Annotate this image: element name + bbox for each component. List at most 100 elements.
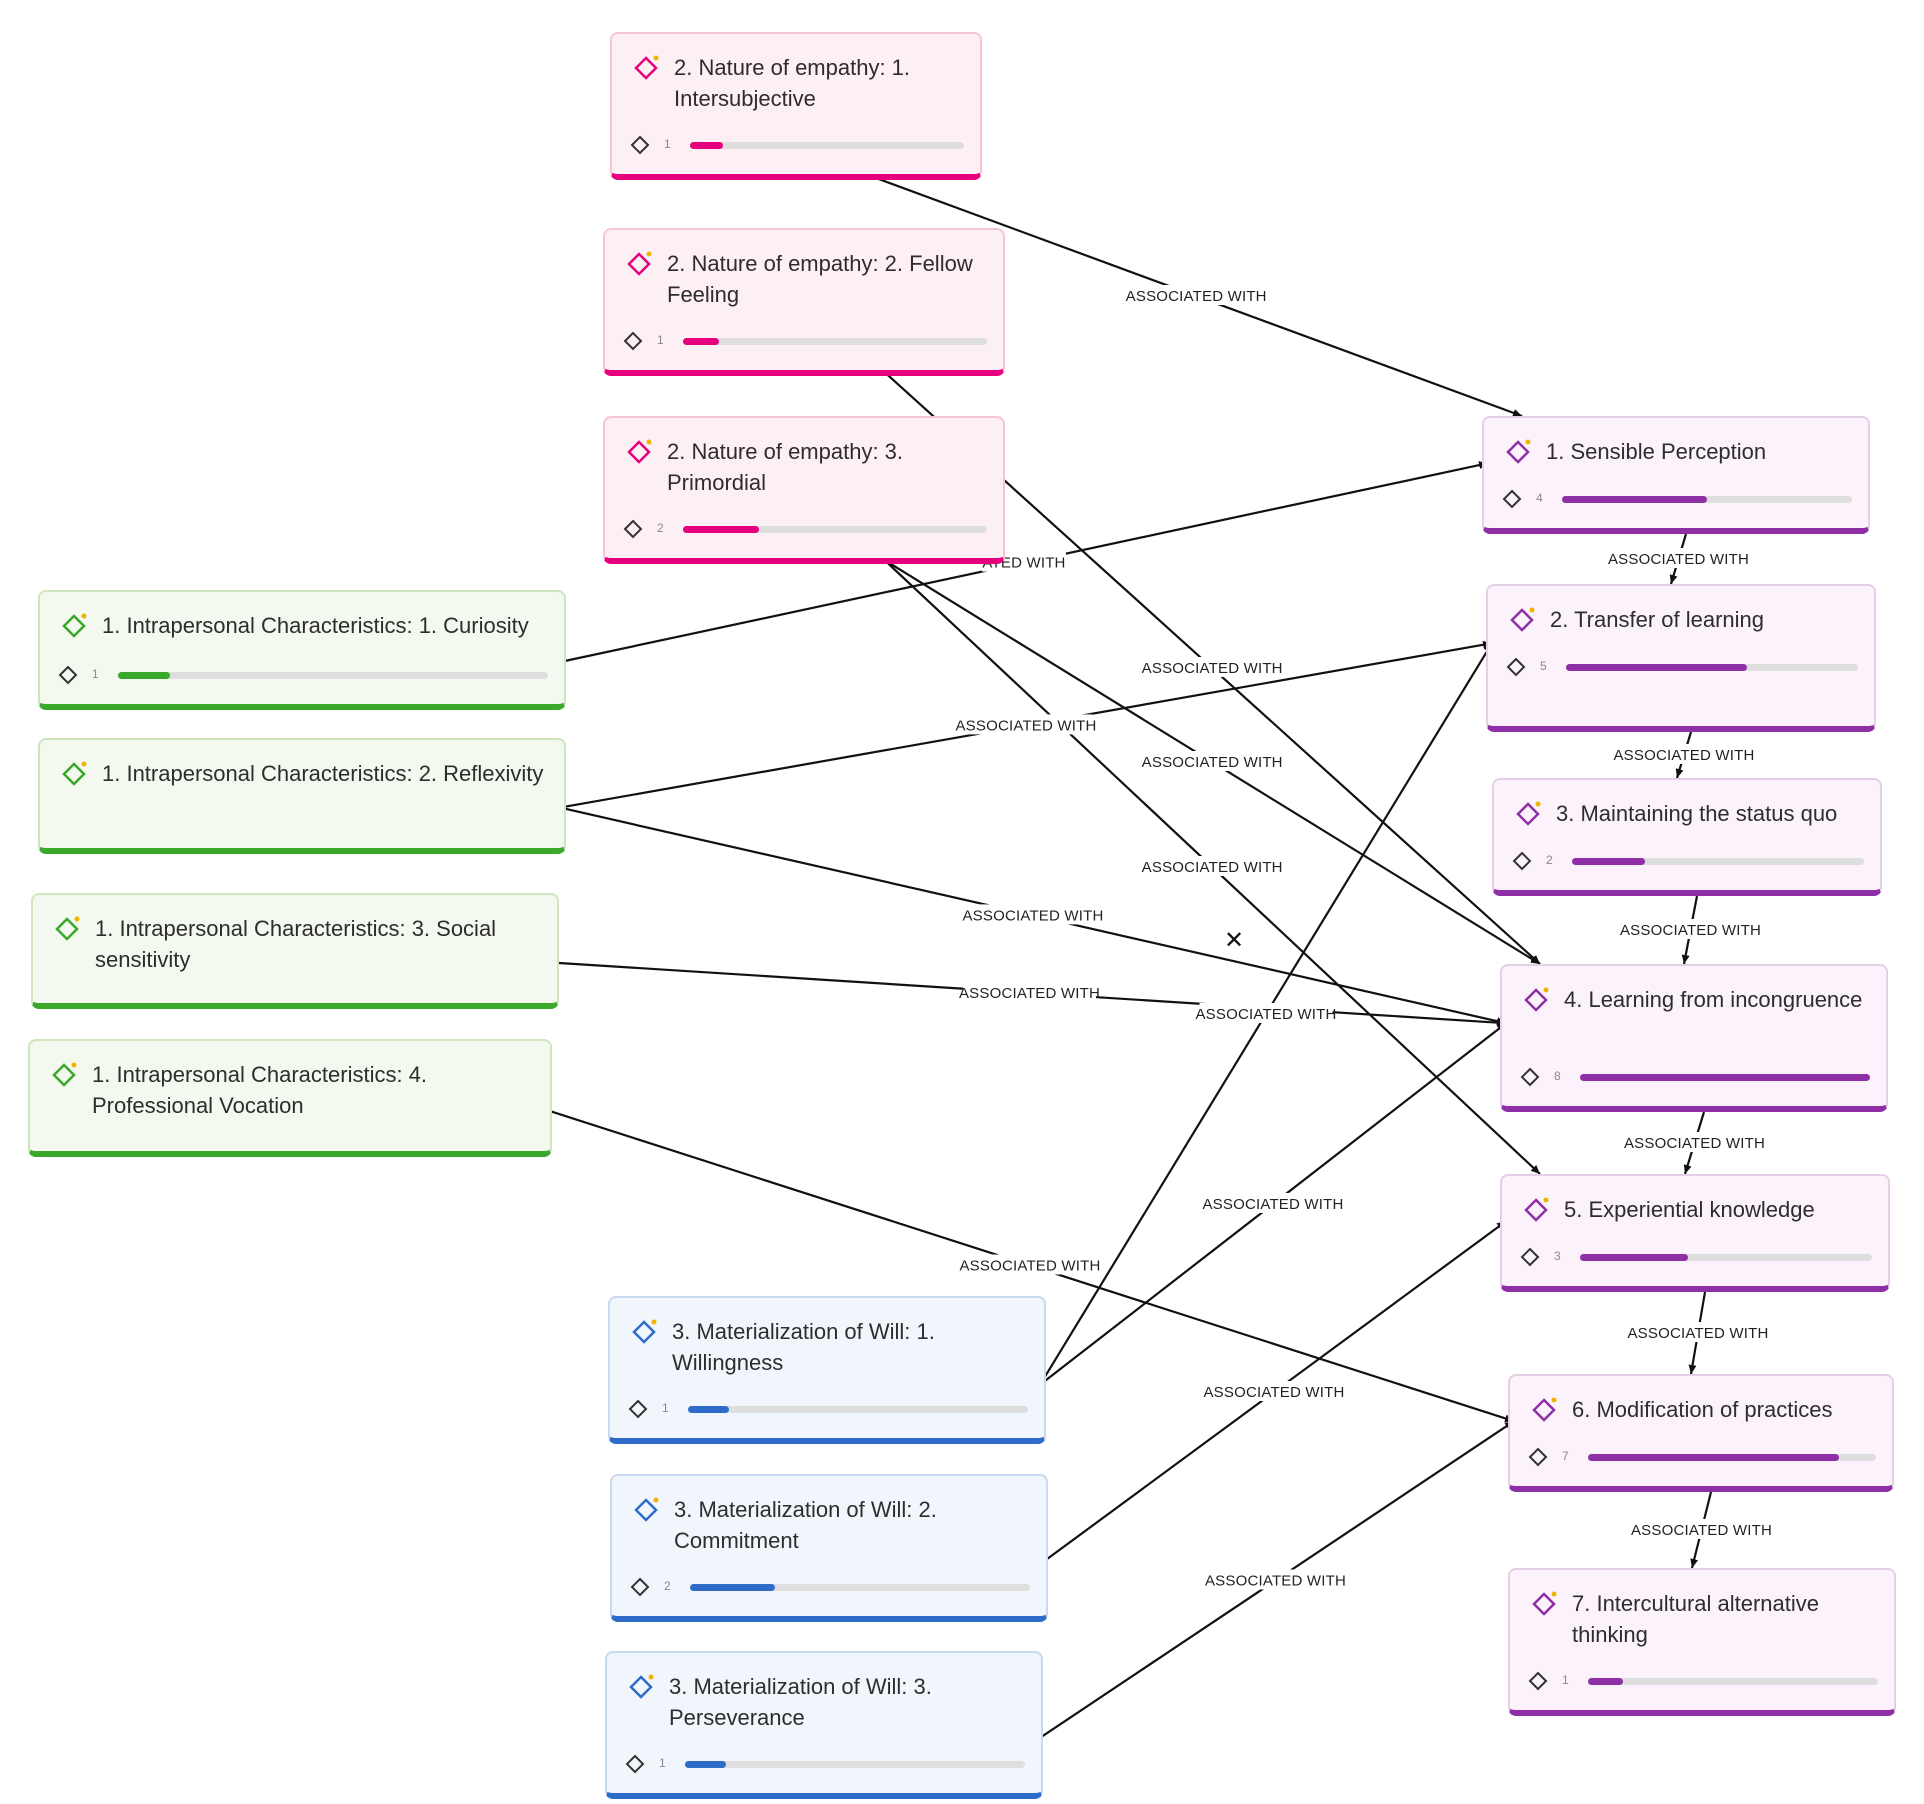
diamond-outline-icon: [630, 135, 650, 155]
node-title: 3. Materialization of Will: 3. Persevera…: [669, 1674, 932, 1730]
node-intrapersonal-curiosity[interactable]: 1. Intrapersonal Characteristics: 1. Cur…: [38, 590, 566, 710]
node-meta: 1: [628, 1398, 1028, 1420]
node-meta: 1: [58, 664, 548, 686]
node-intrapersonal-social-sensitivity[interactable]: 1. Intrapersonal Characteristics: 3. Soc…: [31, 893, 559, 1009]
edge-label-background: [1209, 1569, 1342, 1590]
edge-label: ASSOCIATED WITH: [1205, 1573, 1346, 1590]
diamond-sparkle-icon: [62, 761, 87, 786]
node-intrapersonal-reflexivity[interactable]: 1. Intrapersonal Characteristics: 2. Ref…: [38, 738, 566, 854]
edge-label-background: [1631, 1322, 1765, 1342]
reference-count: 3: [1554, 1249, 1561, 1263]
edge-label: ASSOCIATED WITH: [959, 985, 1100, 1002]
node-title: 1. Intrapersonal Characteristics: 1. Cur…: [102, 613, 529, 638]
node-meta: 2: [623, 518, 987, 540]
diamond-outline-icon: [1512, 851, 1532, 871]
diamond-sparkle-icon: [634, 55, 659, 80]
edge-label: ASSOCIATED WITH: [1613, 747, 1754, 764]
node-meta: 7: [1528, 1446, 1876, 1468]
node-nature-empathy-fellow-feeling[interactable]: 2. Nature of empathy: 2. Fellow Feeling …: [603, 228, 1005, 376]
diamond-sparkle-icon: [1506, 439, 1531, 464]
progress-track: [690, 1584, 1030, 1591]
node-experiential-knowledge[interactable]: 5. Experiential knowledge 3: [1500, 1174, 1890, 1292]
edge-label-background: [1129, 285, 1263, 305]
diamond-outline-icon: [630, 1577, 650, 1597]
node-learning-from-incongruence[interactable]: 4. Learning from incongruence 8: [1500, 964, 1888, 1112]
diamond-sparkle-icon: [52, 1062, 77, 1087]
node-modification-of-practices[interactable]: 6. Modification of practices 7: [1508, 1374, 1894, 1492]
edge-label: ASSOCIATED WITH: [1631, 1522, 1772, 1539]
edge-label: ASSOCIATED WITH: [962, 907, 1103, 924]
edge-label-background: [966, 904, 1100, 925]
node-sensible-perception[interactable]: 1. Sensible Perception 4: [1482, 416, 1870, 534]
progress-fill: [1580, 1074, 1870, 1081]
edge-label: ASSOCIATED WITH: [1142, 859, 1283, 876]
diamond-sparkle-icon: [632, 1319, 657, 1344]
diamond-outline-icon: [1506, 657, 1526, 677]
progress-track: [683, 526, 987, 533]
edge-label: ASSOCIATED WITH: [1142, 754, 1283, 771]
node-nature-empathy-intersubjective[interactable]: 2. Nature of empathy: 1. Intersubjective…: [610, 32, 982, 180]
node-meta: 1: [625, 1753, 1025, 1775]
edge-label-background: [959, 714, 1093, 735]
reference-count: 1: [92, 667, 99, 681]
node-title: 7. Intercultural alternative thinking: [1572, 1591, 1820, 1647]
edge-label-background: [963, 981, 1096, 1002]
edge-label-background: [1624, 919, 1757, 939]
reference-count: 4: [1536, 491, 1543, 505]
progress-track: [1580, 1254, 1872, 1261]
progress-track: [690, 142, 964, 149]
edge-label: ASSOCIATED WITH: [1203, 1384, 1344, 1401]
progress-fill: [1572, 858, 1645, 865]
edge-label-background: [1206, 1193, 1340, 1213]
node-nature-empathy-primordial[interactable]: 2. Nature of empathy: 3. Primordial 2: [603, 416, 1005, 564]
node-intercultural-alternative-thinking[interactable]: 7. Intercultural alternative thinking 1: [1508, 1568, 1896, 1716]
node-title: 1. Intrapersonal Characteristics: 4. Pro…: [92, 1062, 428, 1118]
diamond-sparkle-icon: [1524, 1197, 1549, 1222]
reference-count: 1: [657, 333, 664, 347]
edge-label: ASSOCIATED WITH: [1142, 660, 1283, 677]
node-meta: 4: [1502, 488, 1852, 510]
node-meta: 1: [630, 134, 964, 156]
edge-label: ASSOCIATED WITH: [1608, 551, 1749, 568]
edge-label: ASSOCIATED WITH: [955, 717, 1096, 734]
diamond-outline-icon: [1528, 1447, 1548, 1467]
edge-label: ASSOCIATED WITH: [1627, 1325, 1768, 1342]
diamond-outline-icon: [1528, 1671, 1548, 1691]
node-meta: 5: [1506, 656, 1858, 678]
node-title: 3. Maintaining the status quo: [1556, 801, 1838, 826]
node-intrapersonal-professional-vocation[interactable]: 1. Intrapersonal Characteristics: 4. Pro…: [28, 1039, 552, 1157]
node-title: 2. Transfer of learning: [1550, 607, 1765, 632]
diamond-sparkle-icon: [1524, 987, 1549, 1012]
reference-count: 2: [657, 521, 664, 535]
progress-fill: [688, 1406, 729, 1413]
diamond-outline-icon: [1502, 489, 1522, 509]
node-materialization-commitment[interactable]: 3. Materialization of Will: 2. Commitmen…: [610, 1474, 1048, 1622]
node-title: 1. Intrapersonal Characteristics: 3. Soc…: [95, 916, 497, 972]
node-maintaining-status-quo[interactable]: 3. Maintaining the status quo 2: [1492, 778, 1882, 896]
node-transfer-of-learning[interactable]: 2. Transfer of learning 5: [1486, 584, 1876, 732]
progress-track: [685, 1761, 1025, 1768]
node-materialization-willingness[interactable]: 3. Materialization of Will: 1. Willingne…: [608, 1296, 1046, 1444]
reference-count: 1: [664, 137, 671, 151]
node-title: 3. Materialization of Will: 2. Commitmen…: [674, 1497, 937, 1553]
diamond-outline-icon: [1520, 1067, 1540, 1087]
reference-count: 2: [664, 1579, 671, 1593]
edge-label: ASSOCIATED WITH: [1624, 1135, 1765, 1152]
node-meta: 3: [1520, 1246, 1872, 1268]
node-materialization-perseverance[interactable]: 3. Materialization of Will: 3. Persevera…: [605, 1651, 1043, 1799]
diamond-outline-icon: [623, 519, 643, 539]
diamond-sparkle-icon: [1510, 607, 1535, 632]
progress-track: [1588, 1454, 1876, 1461]
progress-fill: [683, 338, 720, 345]
progress-fill: [683, 526, 759, 533]
node-meta: 8: [1520, 1066, 1870, 1088]
node-title: 2. Nature of empathy: 1. Intersubjective: [674, 55, 911, 111]
edge-label: ASSOCIATED WITH: [1195, 1006, 1336, 1023]
progress-track: [1588, 1678, 1878, 1685]
diamond-sparkle-icon: [1516, 801, 1541, 826]
node-meta: 1: [623, 330, 987, 352]
diamond-sparkle-icon: [1532, 1591, 1557, 1616]
edge-label-background: [1635, 1519, 1768, 1539]
node-title: 5. Experiential knowledge: [1564, 1197, 1815, 1222]
progress-fill: [1588, 1454, 1839, 1461]
